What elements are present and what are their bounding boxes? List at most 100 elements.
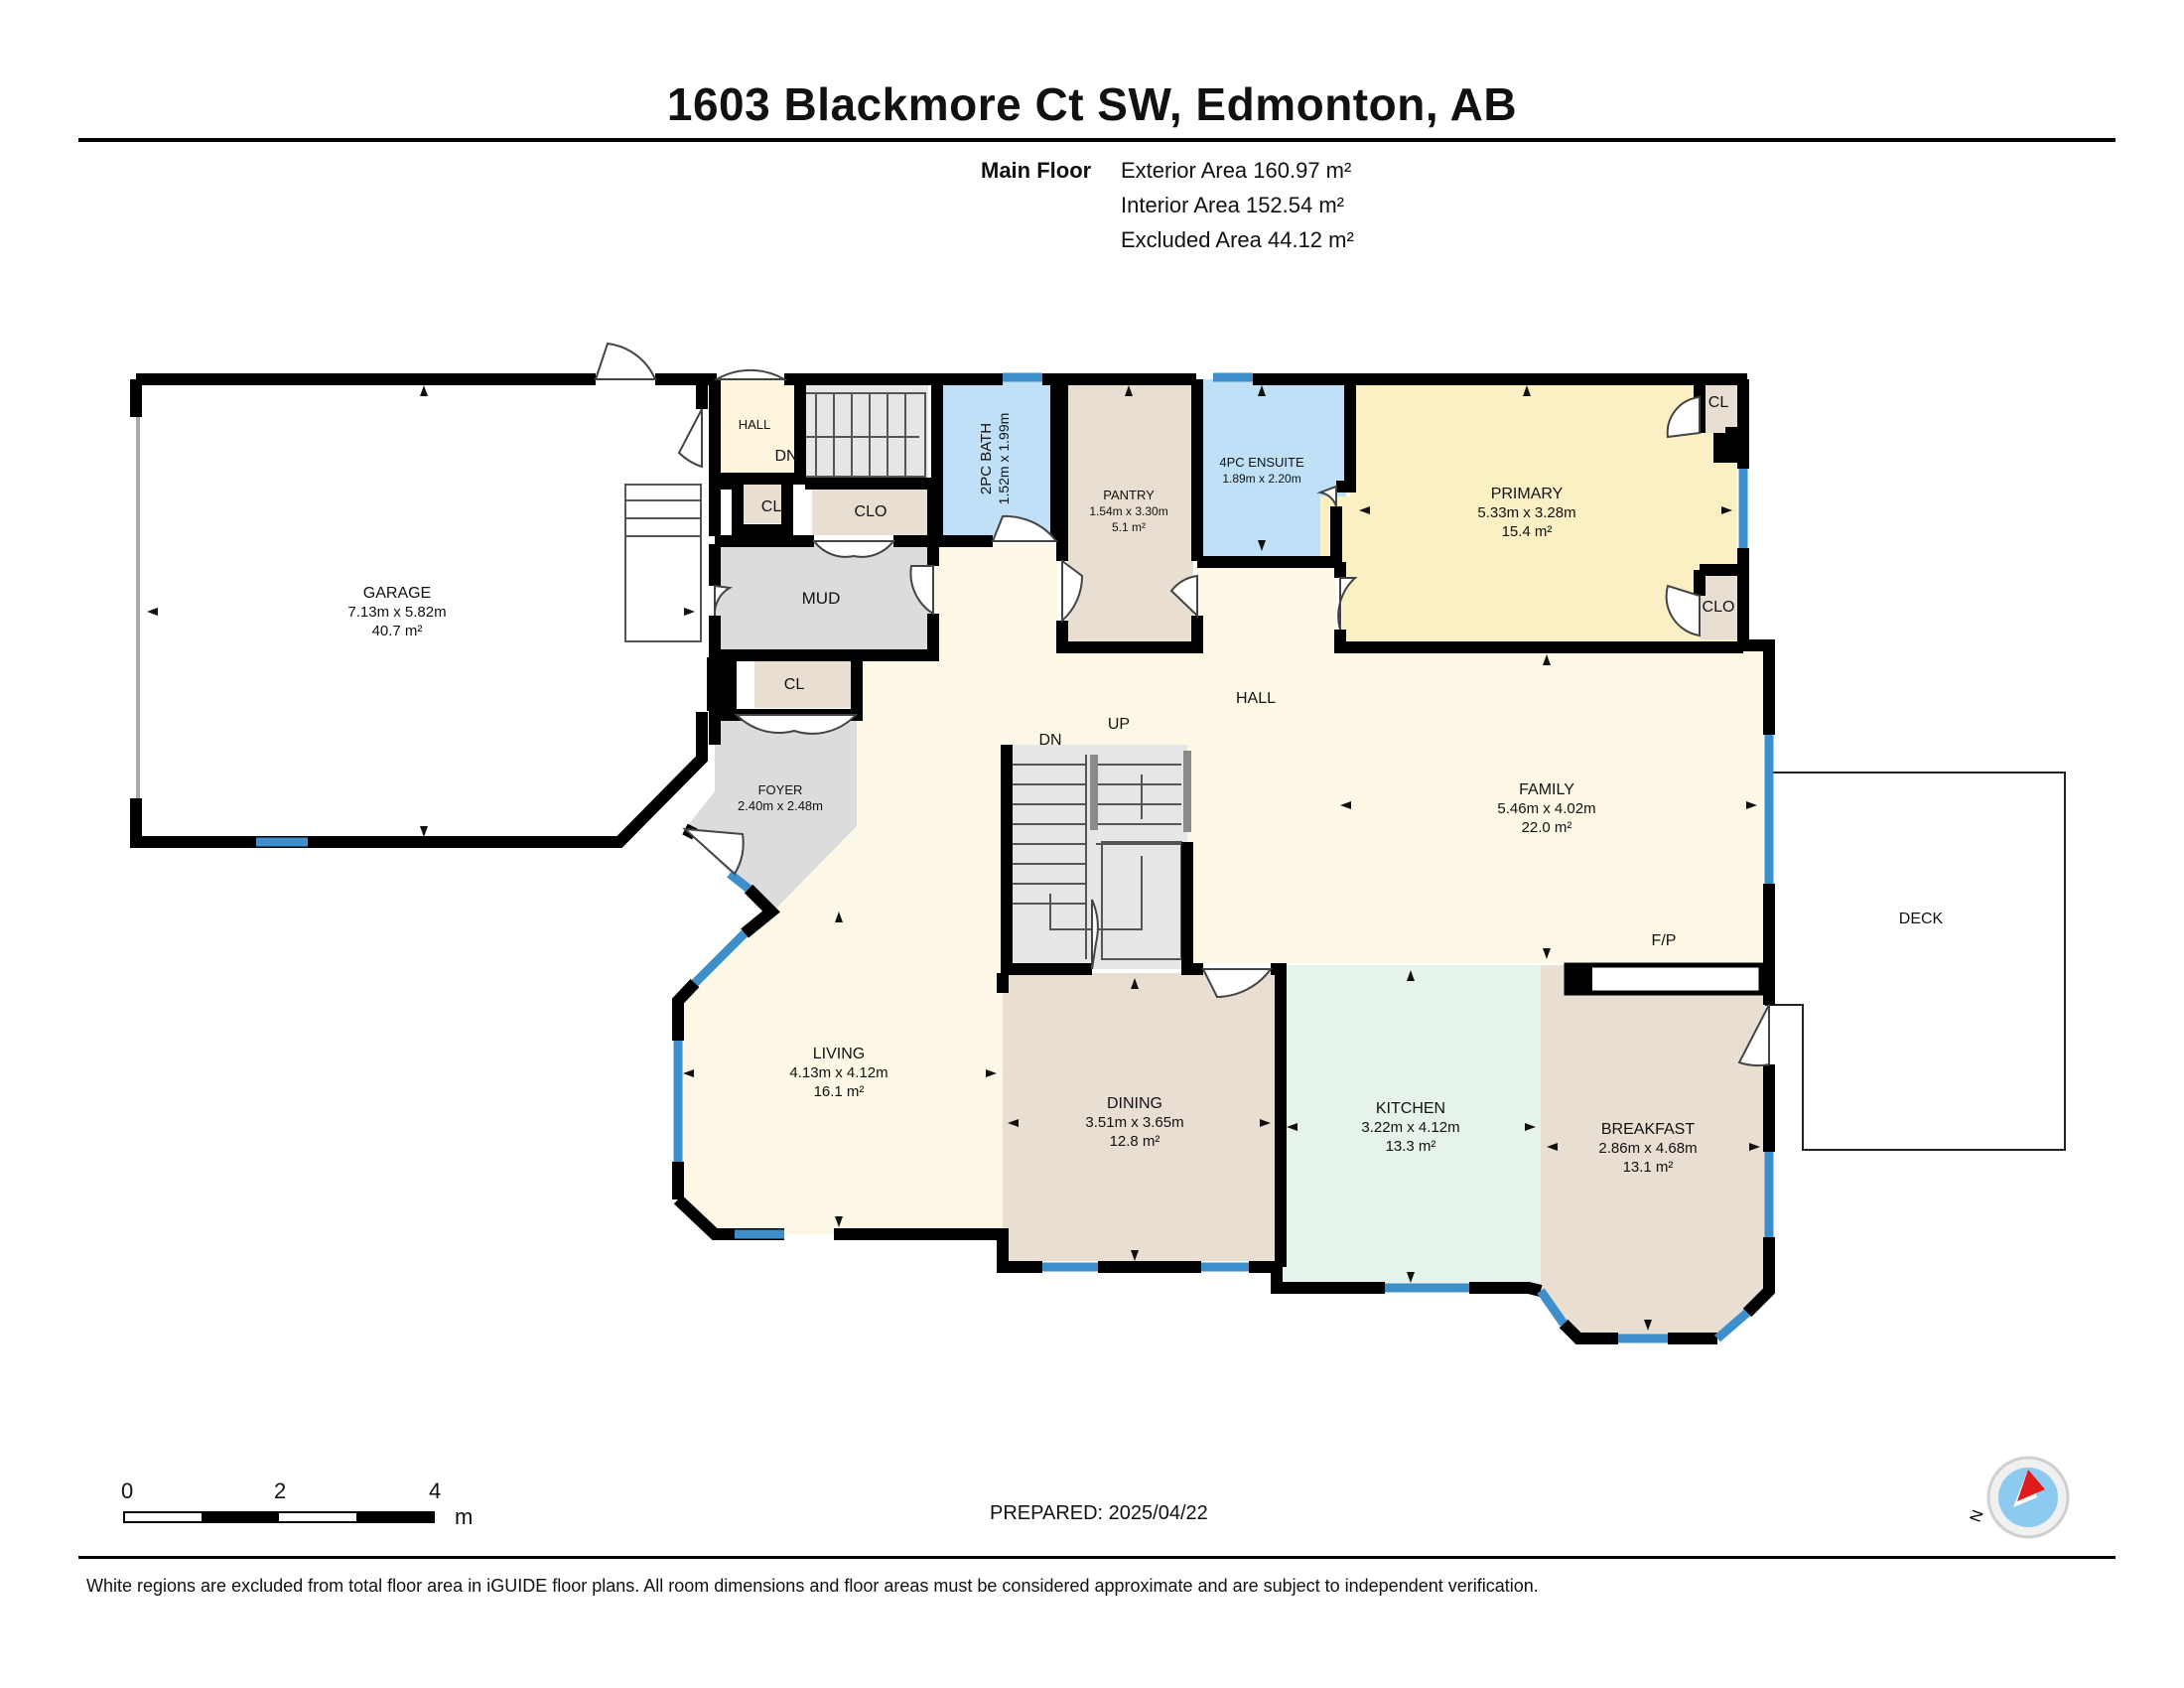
garage-name: GARAGE <box>363 585 431 602</box>
marker <box>1644 1320 1652 1331</box>
living-name: LIVING <box>813 1046 865 1062</box>
pantry-area: 5.1 m² <box>1112 520 1146 534</box>
marker <box>1407 970 1415 981</box>
dining-area: 12.8 m² <box>1110 1133 1160 1150</box>
mud-fill <box>715 544 929 649</box>
floor-label: Main Floor <box>981 158 1092 183</box>
kitchen-area: 13.3 m² <box>1386 1138 1436 1155</box>
disclaimer: White regions are excluded from total fl… <box>86 1576 1539 1596</box>
deck-name: DECK <box>1899 911 1944 927</box>
marker <box>986 1069 997 1077</box>
garage-area: 40.7 m² <box>372 623 423 639</box>
primary-name: PRIMARY <box>1491 486 1564 502</box>
scale-tick-4: 4 <box>429 1478 442 1503</box>
door-swing <box>682 827 745 876</box>
window <box>1537 1288 1568 1327</box>
living-fill <box>678 826 1003 1234</box>
bath2-fill <box>937 379 1056 541</box>
marker <box>835 912 843 922</box>
marker <box>1721 506 1732 514</box>
primary-dims: 5.33m x 3.28m <box>1477 504 1575 521</box>
marker <box>1125 385 1133 396</box>
ensuite-name: 4PC ENSUITE <box>1219 455 1304 470</box>
breakfast-fill <box>1541 965 1767 1336</box>
room-labels: GARAGE 7.13m x 5.82m 40.7 m² HALL DN CL … <box>347 394 1943 1176</box>
marker <box>420 385 428 396</box>
door-swing <box>713 368 788 380</box>
interior-area: Interior Area 152.54 m² <box>1121 193 1345 217</box>
door-swing <box>734 714 859 735</box>
breakfast-name: BREAKFAST <box>1601 1121 1695 1138</box>
door-swing <box>1737 1004 1770 1067</box>
marker <box>1746 801 1757 809</box>
living-area: 16.1 m² <box>814 1083 865 1100</box>
marker <box>1543 654 1551 665</box>
pantry-fill <box>1068 379 1193 641</box>
scale-tick-2: 2 <box>274 1478 287 1503</box>
bath2-name: 2PC BATH <box>978 423 995 494</box>
bath2-dims: 1.52m x 1.99m <box>996 413 1012 505</box>
marker <box>1407 1272 1415 1283</box>
marker <box>684 608 695 616</box>
marker <box>1340 801 1351 809</box>
pantry-dims: 1.54m x 3.30m <box>1089 504 1167 518</box>
header-divider <box>78 138 2116 142</box>
door-swing <box>1091 899 1099 970</box>
marker <box>1525 1123 1536 1131</box>
cl2-fill <box>754 658 852 708</box>
cl2-name: CL <box>784 676 805 693</box>
marker <box>147 608 158 616</box>
marker <box>1131 978 1139 989</box>
scale-tick-0: 0 <box>121 1478 134 1503</box>
deck-outline <box>1765 772 2066 1151</box>
scale-bar <box>123 1511 435 1523</box>
foyer-name: FOYER <box>758 782 803 797</box>
window <box>1714 1309 1750 1342</box>
foyer-dims: 2.40m x 2.48m <box>738 798 823 813</box>
window <box>727 870 751 893</box>
cl1-fill <box>738 484 787 523</box>
dn-main-label: DN <box>1038 732 1061 749</box>
door-swing <box>811 540 896 558</box>
ensuite-dims: 1.89m x 2.20m <box>1222 472 1300 486</box>
door-swing <box>1666 395 1701 439</box>
doors <box>594 342 1770 1067</box>
door-swing <box>1061 559 1084 624</box>
door-swing <box>594 342 657 380</box>
hall-small-fill <box>715 379 796 481</box>
up-main-label: UP <box>1108 716 1130 733</box>
marker <box>420 826 428 837</box>
interior-walls <box>709 379 806 485</box>
marker <box>1258 540 1266 551</box>
kitchen-fill <box>1281 965 1541 1288</box>
marker <box>1523 385 1531 396</box>
scale-unit: m <box>455 1504 474 1529</box>
breakfast-dims: 2.86m x 4.68m <box>1598 1140 1697 1157</box>
clo2-fill <box>1700 570 1737 639</box>
dining-name: DINING <box>1107 1095 1162 1112</box>
marker <box>1547 1143 1558 1151</box>
marker <box>1749 1143 1760 1151</box>
family-area: 22.0 m² <box>1522 819 1572 836</box>
door-swing <box>677 408 703 469</box>
door-swing <box>1665 584 1701 637</box>
fp-label: F/P <box>1652 932 1677 949</box>
cl1-name: CL <box>761 498 782 515</box>
door-swing <box>1316 485 1337 507</box>
family-name: FAMILY <box>1519 781 1574 798</box>
page-title: 1603 Blackmore Ct SW, Edmonton, AB <box>666 78 1518 130</box>
marker <box>1008 1119 1019 1127</box>
exterior-area: Exterior Area 160.97 m² <box>1121 158 1352 183</box>
mud-name: MUD <box>802 589 841 608</box>
excluded-area: Excluded Area 44.12 m² <box>1121 227 1354 252</box>
cl3-name: CL <box>1708 394 1729 411</box>
family-dims: 5.46m x 4.02m <box>1497 800 1595 817</box>
marker <box>1287 1123 1297 1131</box>
garage-dims: 7.13m x 5.82m <box>347 604 446 621</box>
dining-fill <box>1003 973 1276 1261</box>
marker <box>1258 385 1266 396</box>
kitchen-dims: 3.22m x 4.12m <box>1361 1119 1459 1136</box>
marker <box>1359 506 1370 514</box>
door-swing <box>1337 577 1358 631</box>
